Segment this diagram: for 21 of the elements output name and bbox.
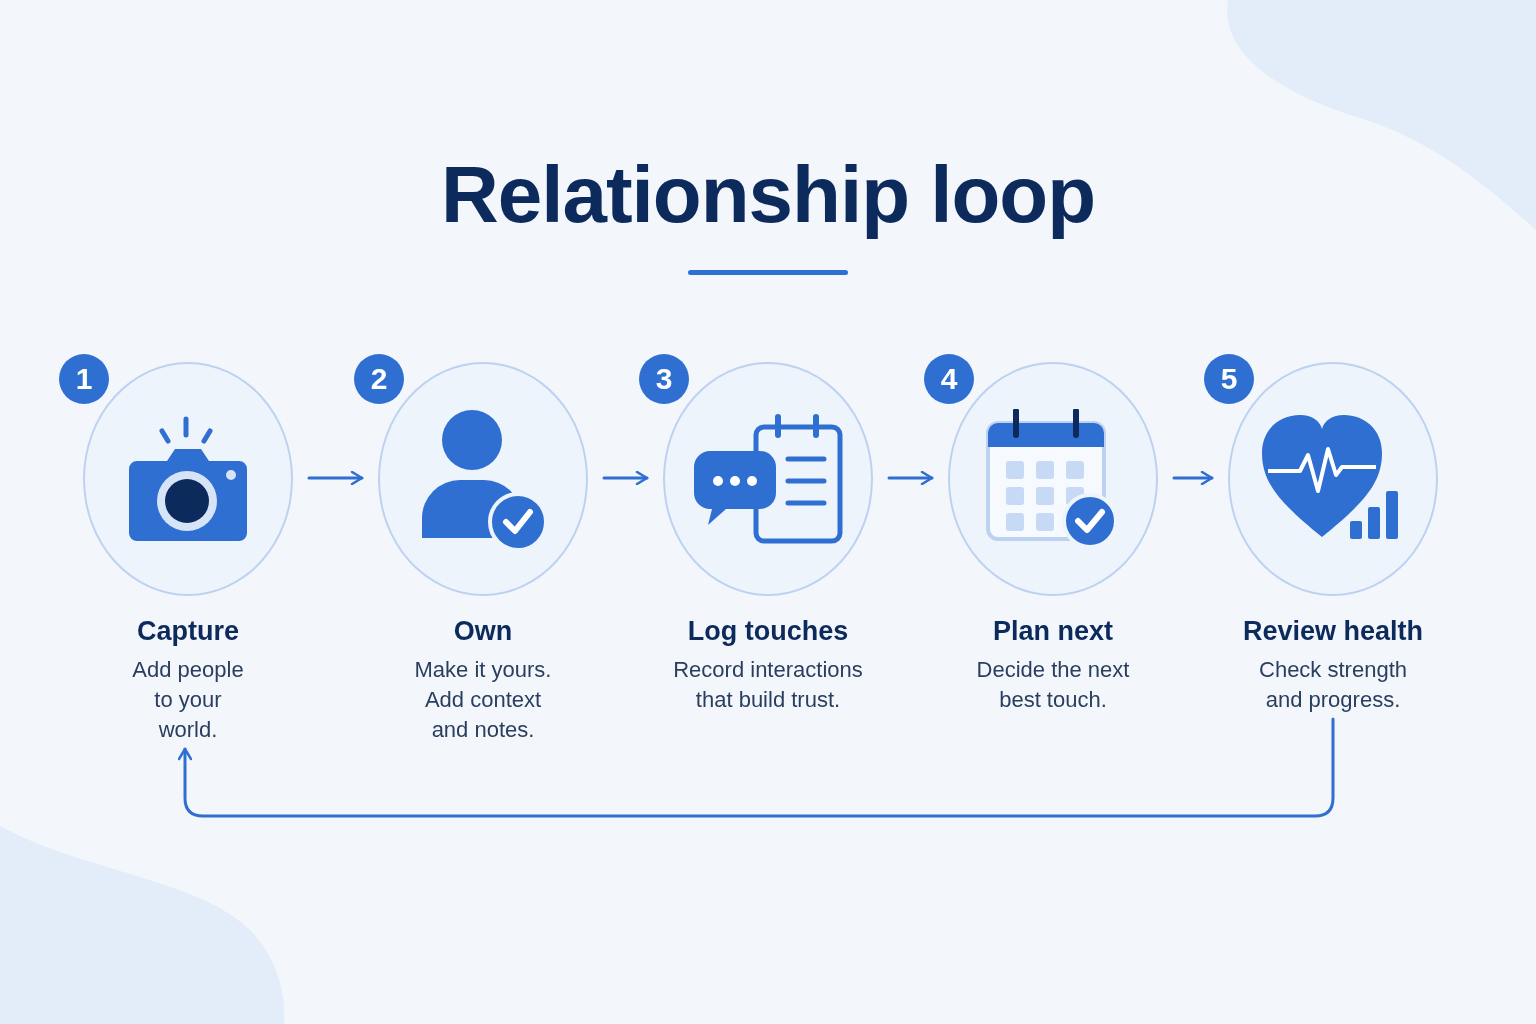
arrow bbox=[887, 470, 934, 486]
step-description: Decide the next best touch. bbox=[975, 656, 1131, 714]
step-heading: Own bbox=[453, 616, 513, 647]
step-number-badge: 5 bbox=[1204, 354, 1254, 404]
arrow bbox=[1172, 470, 1214, 486]
step-number-badge: 4 bbox=[924, 354, 974, 404]
step-heading: Plan next bbox=[992, 616, 1113, 647]
arrow bbox=[602, 470, 649, 486]
step-heading: Capture bbox=[137, 616, 239, 647]
step-number-badge: 1 bbox=[59, 354, 109, 404]
step-description: Record interactions that build trust. bbox=[672, 656, 864, 714]
title: Relationship loop bbox=[440, 149, 1096, 241]
arrow bbox=[177, 717, 1335, 818]
arrow bbox=[307, 470, 364, 486]
step-description: Check strength and progress. bbox=[1258, 656, 1408, 714]
step-description: Make it yours. Add context and notes. bbox=[413, 656, 553, 744]
step-number-badge: 3 bbox=[639, 354, 689, 404]
step-description: Add people to your world. bbox=[131, 656, 245, 744]
step-heading: Review health bbox=[1242, 616, 1424, 647]
step-number-badge: 2 bbox=[354, 354, 404, 404]
step-heading: Log touches bbox=[687, 616, 849, 647]
